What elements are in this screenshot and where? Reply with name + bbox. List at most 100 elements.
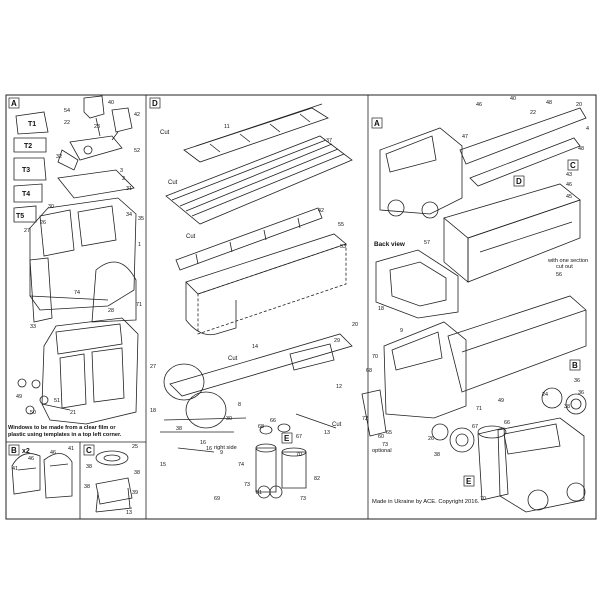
cab-gas-generator-drawing xyxy=(477,417,586,513)
part-number: 54 xyxy=(64,108,70,114)
part-number: 46 xyxy=(28,456,34,462)
part-number: 71 xyxy=(136,302,142,308)
part-number: 8 xyxy=(238,402,241,408)
part-number: 30 xyxy=(48,204,54,210)
part-number: 22 xyxy=(64,120,70,126)
part-number: 2 xyxy=(122,176,125,182)
part-number: 46 xyxy=(566,182,572,188)
part-number: 45 xyxy=(566,194,572,200)
part-number: 69 xyxy=(214,496,220,502)
section-cut-note-line2: cut out xyxy=(556,264,573,270)
back-view-label: Back view xyxy=(374,241,405,248)
template-label-t4: T4 xyxy=(22,191,30,198)
part-number: 46 xyxy=(50,450,56,456)
part-number: 42 xyxy=(134,112,140,118)
part-number: 39 xyxy=(132,490,138,496)
part-number: 52 xyxy=(134,148,140,154)
part-number: 38 xyxy=(84,484,90,490)
part-number: 41 xyxy=(12,466,18,472)
complete-truck-drawing xyxy=(361,295,587,453)
template-label-t3: T3 xyxy=(22,167,30,174)
cut-label: Cut xyxy=(332,422,342,428)
part-number: 13 xyxy=(126,510,132,516)
fender-drawing xyxy=(11,453,73,499)
part-number: 22 xyxy=(530,110,536,116)
part-number: 72 xyxy=(362,416,368,422)
side-rail-drawing xyxy=(175,207,323,271)
windows-note-line2: plastic using templates in a top left co… xyxy=(8,432,122,438)
part-number: 49 xyxy=(16,394,22,400)
part-number: 9 xyxy=(400,328,403,334)
section-label-d: D xyxy=(152,99,158,108)
part-number: 12 xyxy=(336,384,342,390)
part-number: 57 xyxy=(424,240,430,246)
part-number: 51 xyxy=(54,398,60,404)
part-number: 16 xyxy=(200,440,206,446)
part-number: 34 xyxy=(126,212,132,218)
optional-label: optional xyxy=(372,448,392,454)
section-label-c: C xyxy=(86,446,92,455)
cut-label: Cut xyxy=(160,130,170,136)
part-number: 38 xyxy=(434,452,440,458)
part-number: 68 xyxy=(258,424,264,430)
part-number: 3 xyxy=(120,168,123,174)
copyright-text: Made in Ukraine by ACE. Copyright 2016. xyxy=(372,499,480,505)
part-number: 42 xyxy=(318,208,324,214)
part-number: 47 xyxy=(462,134,468,140)
part-number: 68 xyxy=(366,368,372,374)
window-templates xyxy=(13,111,49,223)
part-number: 67 xyxy=(296,434,302,440)
part-number: 60 xyxy=(378,434,384,440)
cut-label: Cut xyxy=(228,356,238,362)
part-number: 9 xyxy=(220,450,223,456)
part-number: 73 xyxy=(382,442,388,448)
section-label-e: E xyxy=(284,434,290,443)
part-number: 70 xyxy=(372,354,378,360)
cut-label: Cut xyxy=(186,234,196,240)
part-number: 27 xyxy=(24,228,30,234)
part-number: 48 xyxy=(578,146,584,152)
part-number: 11 xyxy=(224,124,230,130)
part-number: 24 xyxy=(542,392,548,398)
back-view-drawing xyxy=(375,249,459,319)
part-number: 32 xyxy=(56,154,62,160)
part-number: 66 xyxy=(504,420,510,426)
part-number: 33 xyxy=(30,324,36,330)
part-number: 38 xyxy=(564,404,570,410)
part-number: 56 xyxy=(556,272,562,278)
section-label-d-right: D xyxy=(516,177,522,186)
part-number: 38 xyxy=(86,464,92,470)
part-number: 73 xyxy=(300,496,306,502)
part-number: 70 xyxy=(296,452,302,458)
part-number: 28 xyxy=(108,308,114,314)
cab-assembly-drawing xyxy=(29,169,137,323)
part-number: 46 xyxy=(476,102,482,108)
part-number: 35 xyxy=(138,216,144,222)
part-number: 18 xyxy=(150,408,156,414)
part-number: 26 xyxy=(40,220,46,226)
tank-fitting-drawing xyxy=(95,450,133,513)
template-label-t2: T2 xyxy=(24,143,32,150)
part-number: 71 xyxy=(476,406,482,412)
part-number: 81 xyxy=(256,490,262,496)
part-number: 48 xyxy=(546,100,552,106)
windows-note-line1: Windows to be made from a clear film or xyxy=(8,425,116,431)
part-number: 23 xyxy=(94,124,100,130)
cargo-floor-drawing xyxy=(165,135,353,225)
template-label-t1: T1 xyxy=(28,121,36,128)
part-number: 20 xyxy=(576,102,582,108)
gas-generator-drawing xyxy=(255,423,307,499)
part-number: 26 xyxy=(428,436,434,442)
part-number: 41 xyxy=(68,446,74,452)
part-number: 29 xyxy=(334,338,340,344)
part-number: 16 xyxy=(206,446,212,452)
lower-chassis-drawing xyxy=(160,333,353,453)
cab-front-drawing xyxy=(17,317,139,425)
cover-drawing xyxy=(185,233,347,336)
truck-cab-chassis-drawing xyxy=(379,107,587,219)
part-number: 74 xyxy=(74,290,80,296)
section-cut-note-line1: with one section xyxy=(547,258,588,264)
section-label-c-right: C xyxy=(570,161,576,170)
part-number: 53 xyxy=(340,244,346,250)
